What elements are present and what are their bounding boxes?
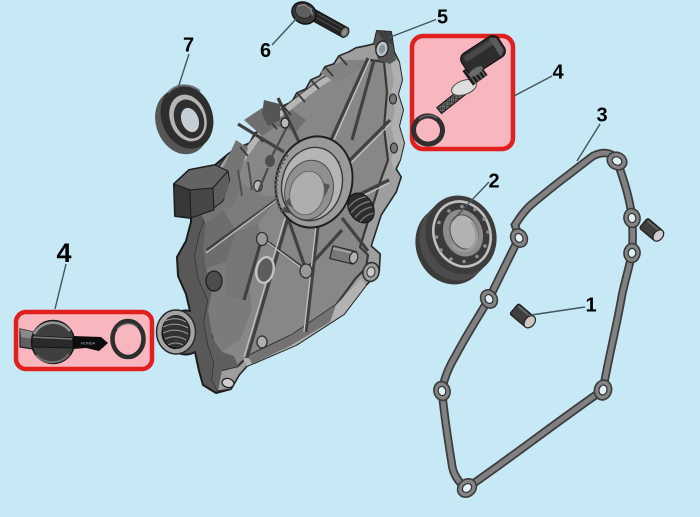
svg-text:7: 7 (183, 35, 194, 57)
svg-text:4: 4 (552, 61, 564, 83)
svg-text:4: 4 (56, 238, 71, 268)
svg-text:1: 1 (585, 295, 596, 317)
svg-text:6: 6 (260, 40, 271, 62)
svg-text:5: 5 (437, 6, 448, 28)
svg-text:HONDA: HONDA (81, 341, 96, 346)
svg-text:3: 3 (596, 105, 607, 127)
svg-text:2: 2 (488, 171, 499, 193)
